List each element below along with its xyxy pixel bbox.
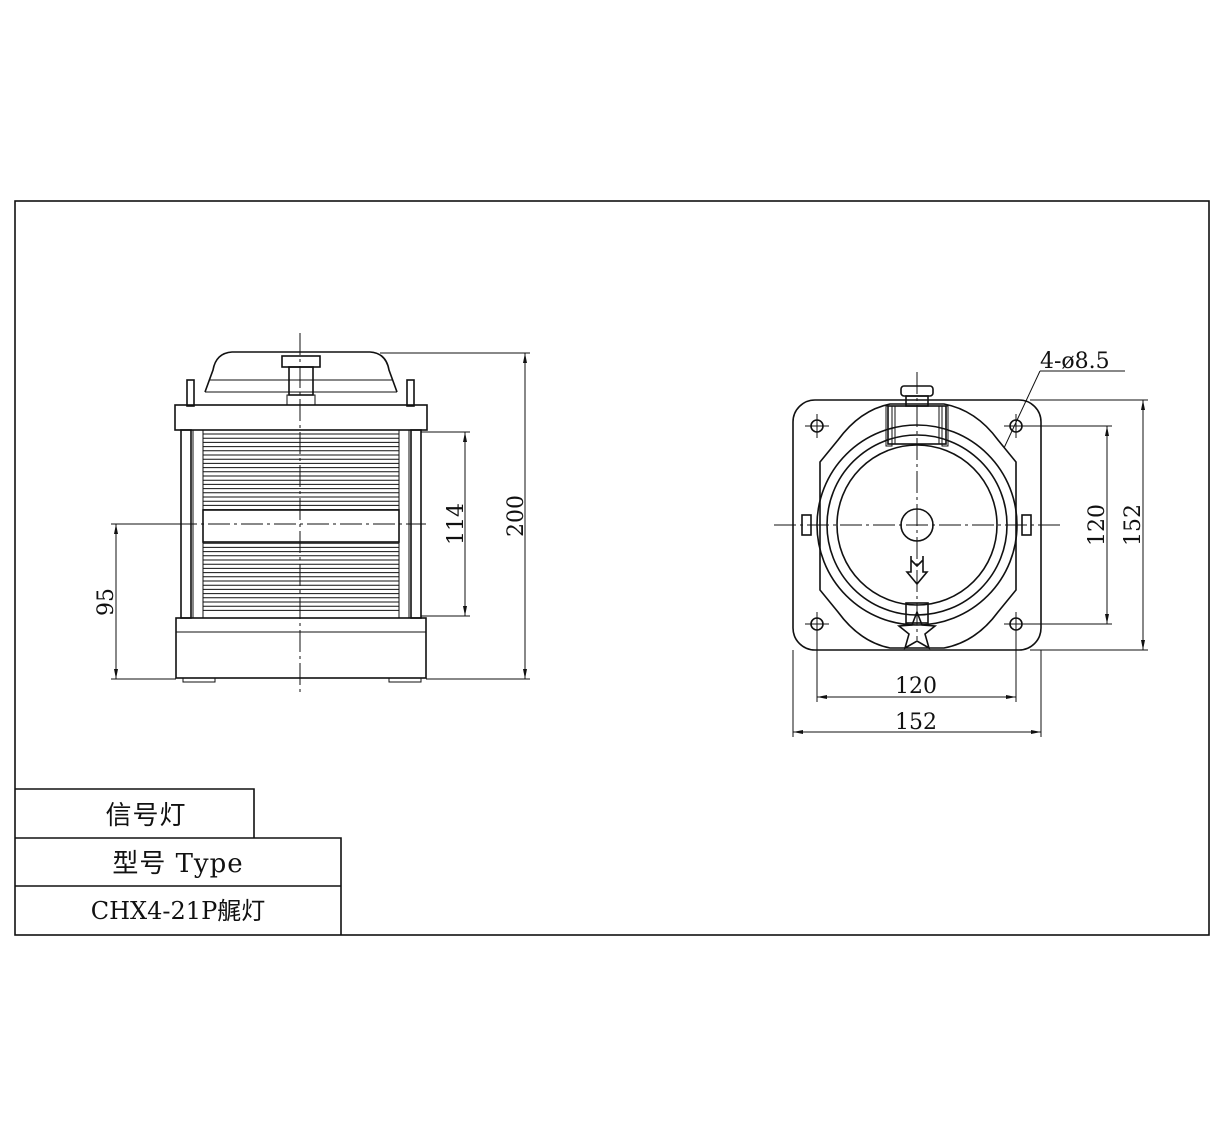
dim-holes: 4-ø8.5 <box>1040 349 1110 374</box>
dim-outer-horizontal: 152 <box>895 710 937 735</box>
drawing-frame <box>14 200 1210 936</box>
top-nut <box>281 355 321 368</box>
title-type-label: 型号 Type <box>112 849 243 879</box>
lens-middle-band <box>202 509 400 543</box>
top-cap <box>204 351 398 393</box>
top-view: 4-ø8.5 120 152 120 152 <box>774 349 1148 737</box>
dim-lens-height: 114 <box>444 503 469 545</box>
star-knob <box>896 609 938 650</box>
title-model: CHX4-21P艉灯 <box>91 897 265 925</box>
dim-outer-vertical: 152 <box>1121 504 1146 546</box>
dim-inner-vertical: 120 <box>1085 504 1110 546</box>
dim-height-total: 200 <box>504 495 529 537</box>
side-view: 200 114 95 <box>94 333 530 693</box>
hole-leader <box>1003 370 1041 449</box>
dim-inner-horizontal: 120 <box>895 674 937 699</box>
top-flange <box>174 404 428 431</box>
title-block: 信号灯 型号 Type CHX4-21P艉灯 <box>15 788 342 935</box>
title-name: 信号灯 <box>105 801 186 831</box>
dim-center-height: 95 <box>94 588 119 616</box>
base <box>175 617 427 679</box>
lamp-body-outline <box>819 403 1017 649</box>
